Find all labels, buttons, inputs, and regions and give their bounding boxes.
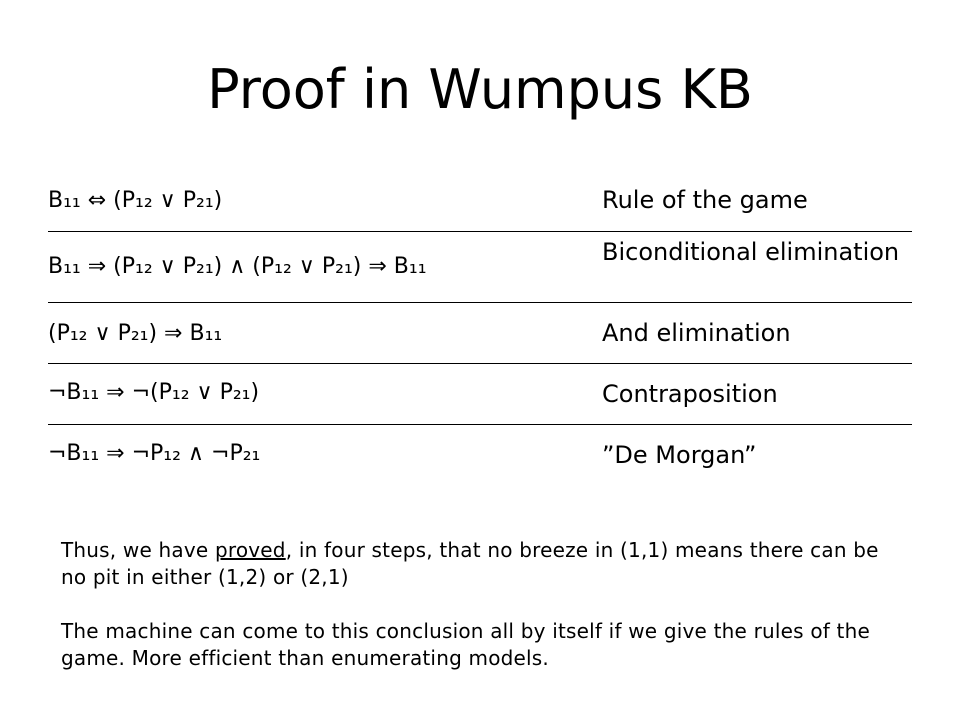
formula-1: B₁₁ ⇔ (P₁₂ ∨ P₂₁) xyxy=(48,188,223,213)
proof-step-4: ¬B₁₁ ⇒ ¬(P₁₂ ∨ P₂₁) Contraposition xyxy=(48,364,912,425)
proof-table: B₁₁ ⇔ (P₁₂ ∨ P₂₁) Rule of the game B₁₁ ⇒… xyxy=(48,172,912,495)
reason-4: Contraposition xyxy=(602,380,778,408)
conclusion-text-end: , in four steps, that no breeze in (1,1)… xyxy=(61,538,879,589)
proof-step-3: (P₁₂ ∨ P₂₁) ⇒ B₁₁ And elimination xyxy=(48,303,912,364)
machine-paragraph: The machine can come to this conclusion … xyxy=(61,619,870,670)
formula-3: (P₁₂ ∨ P₂₁) ⇒ B₁₁ xyxy=(48,321,223,346)
conclusion-paragraph: Thus, we have proved, in four steps, tha… xyxy=(61,537,901,591)
reason-1: Rule of the game xyxy=(602,186,808,214)
reason-3: And elimination xyxy=(602,319,791,347)
notes: Thus, we have proved, in four steps, tha… xyxy=(61,537,901,672)
conclusion-text-start: Thus, we have xyxy=(61,538,215,562)
formula-5: ¬B₁₁ ⇒ ¬P₁₂ ∧ ¬P₂₁ xyxy=(48,441,261,466)
formula-4: ¬B₁₁ ⇒ ¬(P₁₂ ∨ P₂₁) xyxy=(48,380,260,405)
proof-step-2: B₁₁ ⇒ (P₁₂ ∨ P₂₁) ∧ (P₁₂ ∨ P₂₁) ⇒ B₁₁ Bi… xyxy=(48,232,912,303)
proof-step-1: B₁₁ ⇔ (P₁₂ ∨ P₂₁) Rule of the game xyxy=(48,172,912,232)
reason-2: Biconditional elimination xyxy=(602,238,900,266)
page-title: Proof in Wumpus KB xyxy=(207,58,753,121)
proof-step-5: ¬B₁₁ ⇒ ¬P₁₂ ∧ ¬P₂₁ ”De Morgan” xyxy=(48,425,912,495)
formula-2: B₁₁ ⇒ (P₁₂ ∨ P₂₁) ∧ (P₁₂ ∨ P₂₁) ⇒ B₁₁ xyxy=(48,254,427,279)
proved-word: proved xyxy=(214,538,286,562)
reason-5: ”De Morgan” xyxy=(602,441,757,469)
